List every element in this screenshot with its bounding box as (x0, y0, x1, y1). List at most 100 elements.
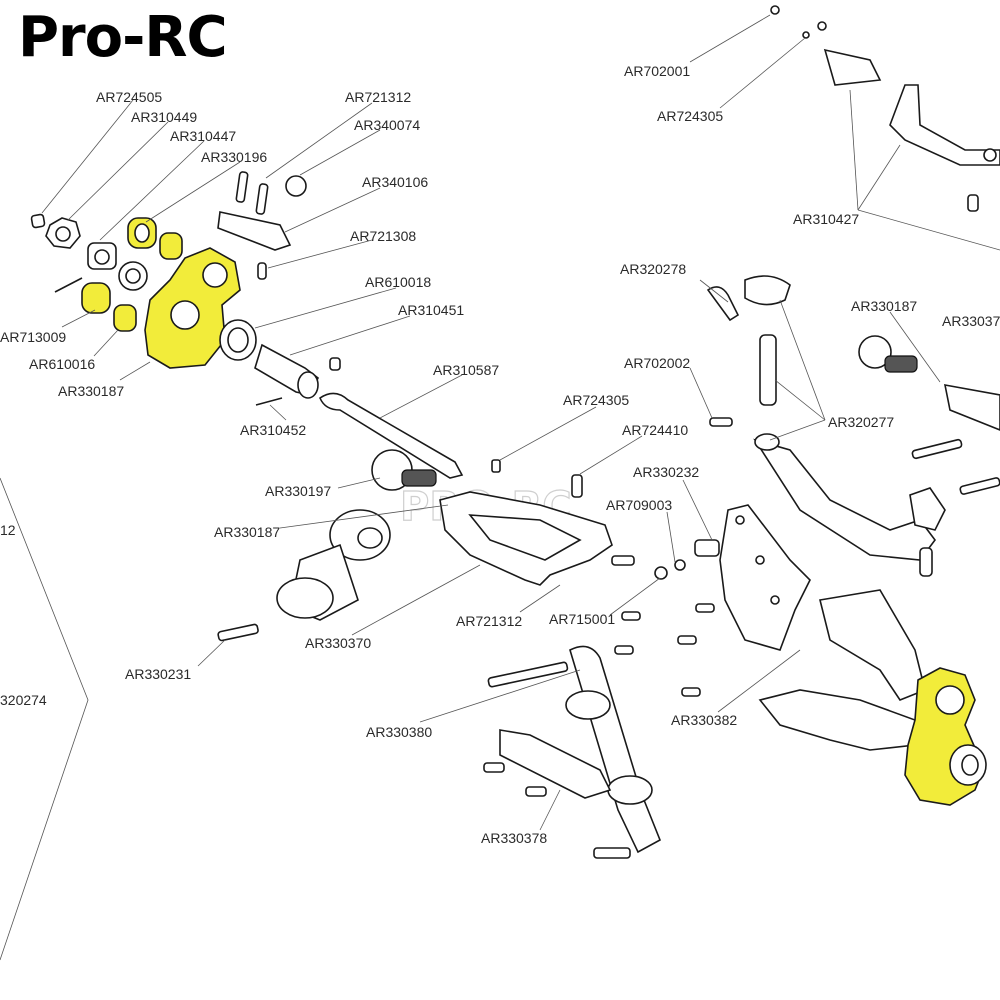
bearing-bore (134, 223, 150, 243)
part-label: AR310451 (398, 302, 464, 318)
part-label: AR330378 (481, 830, 547, 846)
screw-s6 (709, 417, 733, 427)
part-label: AR721312 (345, 89, 411, 105)
part-label: AR330187 (214, 524, 280, 540)
plate-screw-b (525, 786, 547, 797)
part-label: AR721308 (350, 228, 416, 244)
body-post (759, 334, 777, 406)
link-end (983, 148, 997, 162)
part-label: AR724305 (657, 108, 723, 124)
top-screw-a (770, 5, 780, 15)
arm-mount-plate (499, 729, 612, 799)
ball-joint-thread (401, 469, 437, 487)
rear-shock (569, 645, 662, 854)
left-hub-assembly (30, 171, 341, 406)
screw-s4 (681, 687, 701, 697)
screw-s5 (695, 603, 715, 613)
part-label: AR715001 (549, 611, 615, 627)
part-label: AR310449 (131, 109, 197, 125)
part-label: AR330232 (633, 464, 699, 480)
part-label: AR330187 (851, 298, 917, 314)
part-label: AR330197 (265, 483, 331, 499)
cross-pin (255, 397, 283, 406)
shock-body (276, 577, 334, 619)
part-label: AR330382 (671, 712, 737, 728)
set-screw-b (571, 474, 583, 498)
top-screw-b (817, 21, 827, 31)
part-label: AR320277 (828, 414, 894, 430)
part-label: AR330196 (201, 149, 267, 165)
side-screw (967, 194, 979, 212)
set-screw-a (491, 459, 501, 473)
long-screw-b (959, 477, 1000, 495)
part-label: AR702002 (624, 355, 690, 371)
body-clip-mount (744, 275, 791, 306)
hub-carrier-bore (170, 300, 200, 330)
large-bearing-inner (227, 327, 249, 353)
part-label: AR330370 (305, 635, 371, 651)
tower-hole-1 (735, 515, 745, 525)
grub-screw (30, 213, 46, 229)
hex-nut-hole (55, 226, 71, 242)
part-label: AR330380 (366, 724, 432, 740)
center-assembly (217, 392, 720, 642)
bottom-screw (593, 847, 631, 859)
part-label: 320274 (0, 692, 47, 708)
plate-screw-a (483, 762, 505, 773)
hub-carrier-hole (202, 262, 228, 288)
bulkhead (753, 438, 936, 561)
part-label: AR310587 (433, 362, 499, 378)
part-label: AR610018 (365, 274, 431, 290)
top-screw-c (802, 31, 810, 39)
part-label: AR713009 (0, 329, 66, 345)
part-label: AR724410 (622, 422, 688, 438)
bearing-inner (125, 268, 141, 284)
bulkhead-post-top (754, 433, 780, 451)
part-label: AR340074 (354, 117, 420, 133)
bearing-yellow-bottom (81, 282, 111, 314)
part-label: AR709003 (606, 497, 672, 513)
ball-joint-right (858, 335, 892, 369)
spacer-yellow-bottom (113, 304, 137, 332)
part-label: AR724505 (96, 89, 162, 105)
driveshaft (319, 392, 464, 479)
small-screw (257, 262, 267, 280)
ball-stud (285, 175, 307, 197)
screw-s1 (621, 611, 641, 621)
steering-knuckle-small (909, 487, 946, 531)
spacer-yellow (159, 232, 183, 260)
rear-shock-spring-bottom (607, 775, 653, 805)
part-label: AR310452 (240, 422, 306, 438)
part-label: AR721312 (456, 613, 522, 629)
screw-s3 (677, 635, 697, 645)
steering-plate (217, 211, 292, 251)
part-label: 12 (0, 522, 16, 538)
knuckle-post (919, 547, 933, 577)
hub-right-hole (935, 685, 965, 715)
adapter-hole (94, 249, 110, 265)
hinge-pin-long (487, 661, 569, 688)
part-label: AR330187 (58, 383, 124, 399)
part-label: AR310427 (793, 211, 859, 227)
screw-a (235, 171, 249, 203)
part-label: AR340106 (362, 174, 428, 190)
brand-logo: Pro-RC (18, 5, 228, 70)
screw-s2 (614, 645, 634, 655)
leader-lines (41, 14, 1000, 831)
tower-hole-2 (755, 555, 765, 565)
long-screw-a (911, 438, 963, 460)
part-label: AR310447 (170, 128, 236, 144)
ball-stud-right (694, 539, 720, 557)
part-label: AR702001 (624, 63, 690, 79)
part-labels: AR724505 AR310449 AR310447 AR330196 AR72… (0, 63, 1000, 846)
pin (54, 277, 83, 293)
part-label: AR724305 (563, 392, 629, 408)
rear-shock-spring-top (565, 690, 611, 720)
screw-b (255, 183, 269, 215)
lower-arm-right (758, 689, 916, 751)
hub-right-bearing-inner (961, 754, 979, 776)
servo-saver (823, 48, 882, 86)
washer (674, 559, 686, 571)
